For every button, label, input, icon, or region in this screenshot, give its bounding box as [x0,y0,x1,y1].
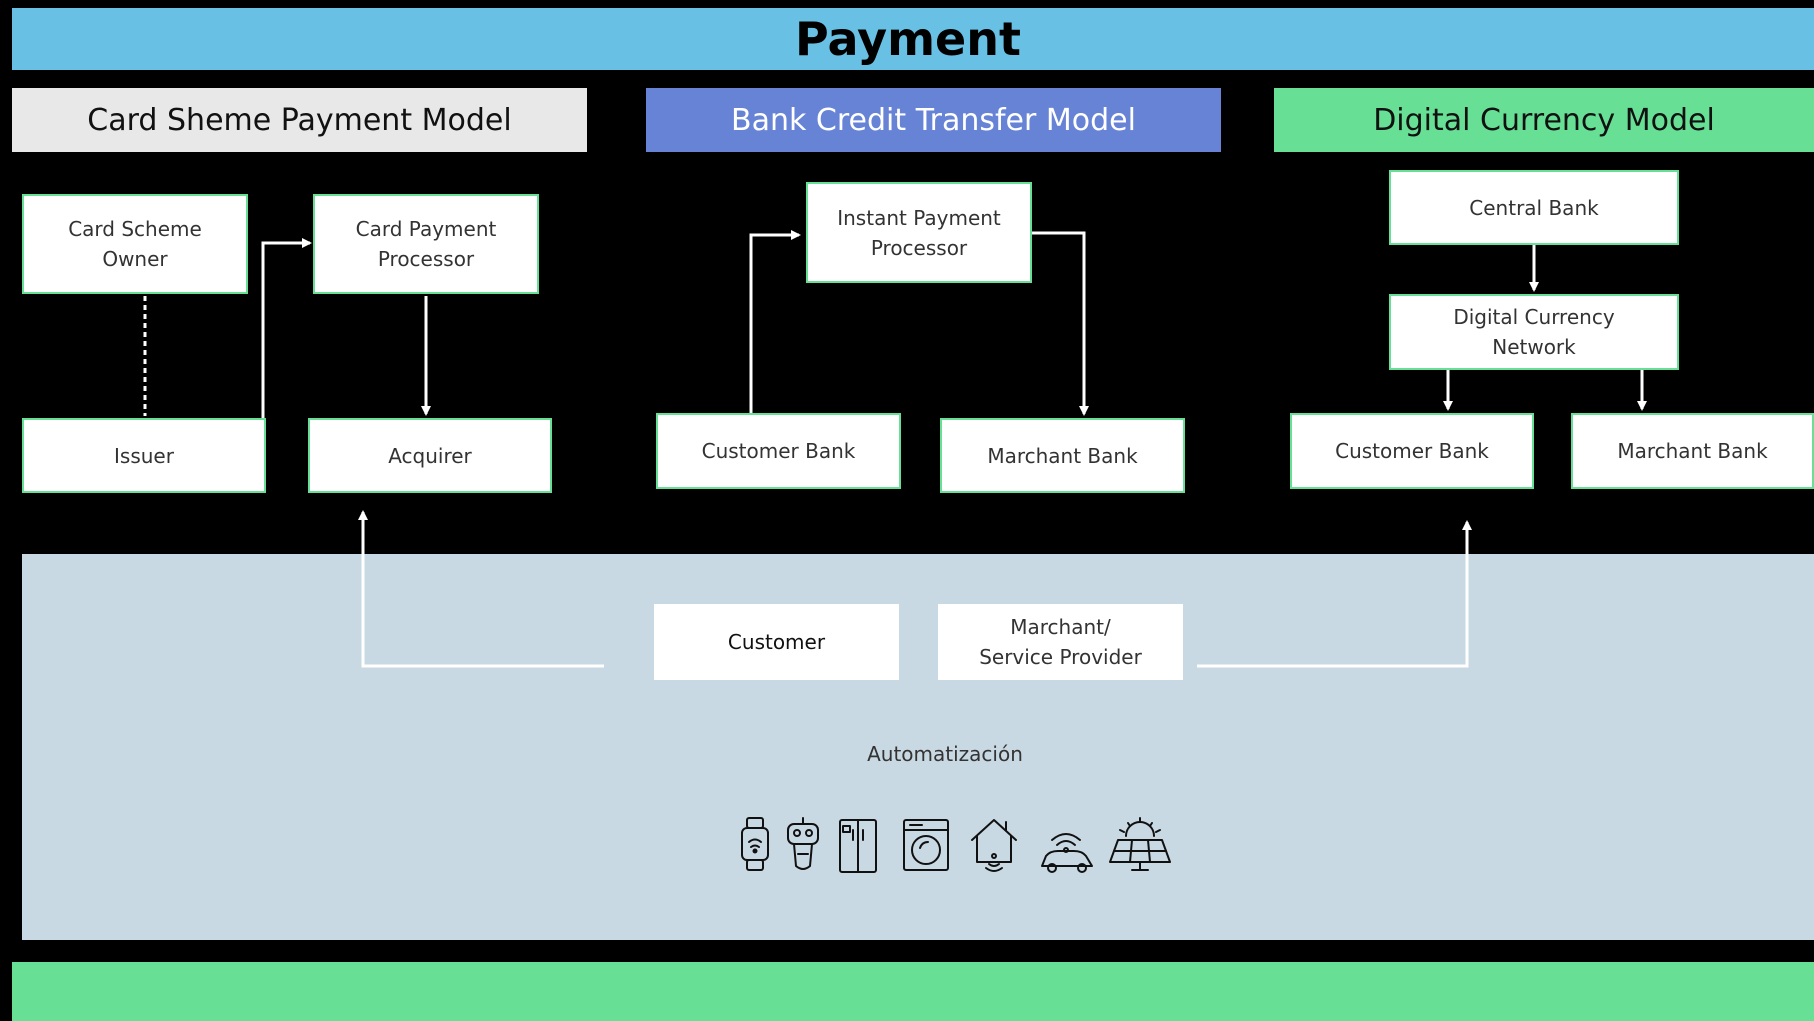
connected-car-icon [1041,833,1093,873]
issuer-label: Issuer [114,443,174,468]
customer-box: Customer [654,604,899,680]
automation-panel [22,554,1814,940]
acquirer-label: Acquirer [388,443,472,468]
digital-model-title: Digital Currency Model [1373,102,1715,138]
bank-merchant-bank-box: Marchant Bank [940,418,1185,493]
digital-customer-bank-box: Customer Bank [1290,413,1534,489]
customer-label: Customer [727,630,826,654]
issuer-box: Issuer [22,418,266,493]
bottom-bar [12,962,1814,1021]
digital-customer-bank-label: Customer Bank [1335,439,1489,463]
digital-merchant-bank-box: Marchant Bank [1571,413,1814,489]
digital-currency-network-label: Digital Currency Network [1453,305,1615,359]
merchant-service-provider-label: Marchant/ Service Provider [979,615,1142,669]
smart-home-icon [971,819,1017,872]
title-bar: Payment [12,8,1814,70]
card-model-header: Card Sheme Payment Model [12,88,587,152]
bank-customer-bank-box: Customer Bank [656,413,901,489]
solar-panel-icon [1109,817,1171,871]
robot-icon [787,817,819,870]
card-payment-processor-box: Card Payment Processor [313,194,539,294]
central-bank-box: Central Bank [1389,170,1679,245]
instant-processor-to-merchant-bank-arrow [1032,231,1089,416]
merchant-to-customer-bank-arrow [1197,520,1472,668]
central-bank-label: Central Bank [1469,195,1599,220]
card-scheme-owner-label: Card Scheme Owner [68,217,202,271]
customer-bank-to-instant-processor-arrow [749,230,801,413]
instant-payment-processor-box: Instant Payment Processor [806,182,1032,283]
card-payment-processor-label: Card Payment Processor [355,217,497,271]
card-model-title: Card Sheme Payment Model [87,102,512,138]
bank-model-header: Bank Credit Transfer Model [646,88,1221,152]
smartwatch-icon [741,817,769,871]
automation-label: Automatización [867,742,1023,766]
acquirer-box: Acquirer [308,418,552,493]
bank-customer-bank-label: Customer Bank [701,439,856,463]
fridge-icon [839,819,877,873]
digital-merchant-bank-label: Marchant Bank [1617,439,1768,463]
page-title: Payment [795,12,1021,66]
washing-machine-icon [903,819,949,871]
digital-currency-network-box: Digital Currency Network [1389,294,1679,370]
card-scheme-owner-box: Card Scheme Owner [22,194,248,294]
customer-to-acquirer-arrow [358,510,604,668]
bank-model-title: Bank Credit Transfer Model [731,102,1136,138]
digital-model-header: Digital Currency Model [1274,88,1814,152]
instant-payment-processor-label: Instant Payment Processor [837,205,1001,260]
bank-merchant-bank-label: Marchant Bank [987,443,1138,468]
issuer-to-processor-arrow [261,238,312,418]
merchant-service-provider-box: Marchant/ Service Provider [938,604,1183,680]
